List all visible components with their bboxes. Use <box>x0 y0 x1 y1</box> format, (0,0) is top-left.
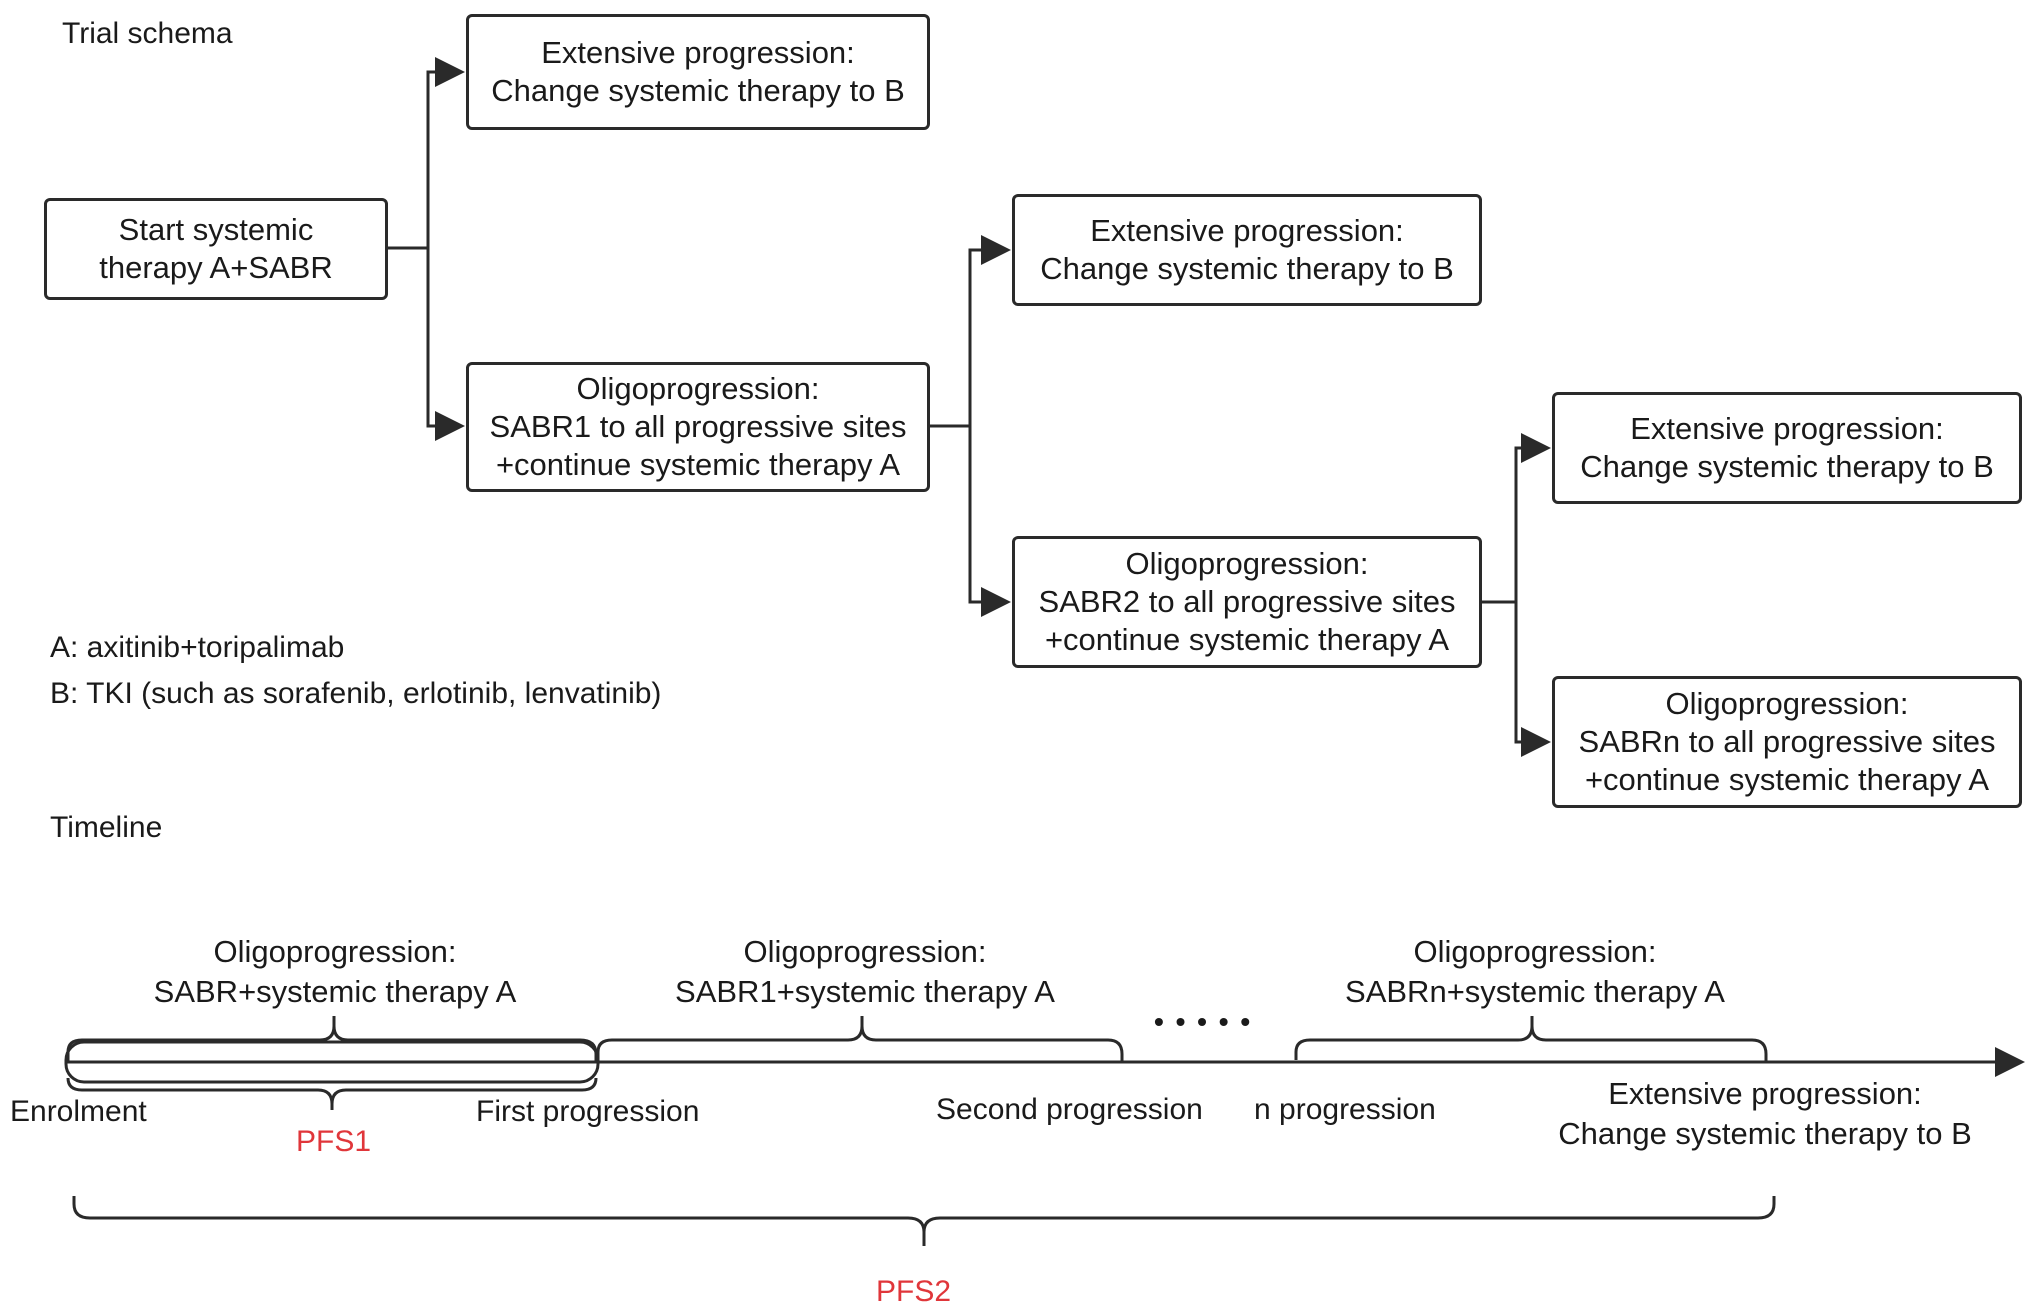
ext3-line1: Extensive progression: <box>1630 411 1944 446</box>
first-progression-label: First progression <box>476 1095 700 1128</box>
pfs1-capsule <box>64 1040 600 1084</box>
oligo1-line2: SABR1 to all progressive sites <box>489 409 907 444</box>
phase1-label: Oligoprogression: SABR+systemic therapy … <box>100 932 570 1012</box>
extensive-progression-box-3: Extensive progression: Change systemic t… <box>1552 392 2022 504</box>
start-line2: therapy A+SABR <box>99 250 333 285</box>
legend-b: B: TKI (such as sorafenib, erlotinib, le… <box>50 677 662 710</box>
oligo2-line3: +continue systemic therapy A <box>1044 622 1450 657</box>
oligoprogression-box-2: Oligoprogression: SABR2 to all progressi… <box>1012 536 1482 668</box>
legend-a: A: axitinib+toripalimab <box>50 631 345 664</box>
oligon-line3: +continue systemic therapy A <box>1584 762 1990 797</box>
phase2-line1: Oligoprogression: <box>743 934 987 969</box>
oligo1-line3: +continue systemic therapy A <box>495 447 901 482</box>
ext1-line2: Change systemic therapy to B <box>491 73 905 108</box>
schema-title: Trial schema <box>62 17 233 50</box>
phasen-line2: SABRn+systemic therapy A <box>1345 974 1725 1009</box>
pfs1-label: PFS1 <box>296 1125 372 1158</box>
phasen-brace <box>1294 1016 1768 1062</box>
oligo2-line1: Oligoprogression: <box>1125 546 1369 581</box>
timeline-title: Timeline <box>50 811 163 844</box>
connector-oligo1-oligo2 <box>968 426 1011 617</box>
connector-start <box>386 57 465 250</box>
phase2-brace <box>596 1016 1124 1062</box>
phase1-line1: Oligoprogression: <box>213 934 457 969</box>
ext1-line1: Extensive progression: <box>541 35 855 70</box>
start-line1: Start systemic <box>118 212 314 247</box>
connector-oligo1 <box>928 235 1011 428</box>
continuation-dots: • • • • • <box>1154 1006 1253 1037</box>
pfs1-brace <box>66 1077 598 1110</box>
oligoprogression-box-n: Oligoprogression: SABRn to all progressi… <box>1552 676 2022 808</box>
phasen-label: Oligoprogression: SABRn+systemic therapy… <box>1300 932 1770 1012</box>
enrolment-label: Enrolment <box>10 1095 147 1128</box>
n-progression-label: n progression <box>1254 1093 1436 1126</box>
oligon-line2: SABRn to all progressive sites <box>1578 724 1996 759</box>
timeline-ext-line1: Extensive progression: <box>1608 1076 1922 1111</box>
extensive-progression-box-1: Extensive progression: Change systemic t… <box>466 14 930 130</box>
start-therapy-box: Start systemic therapy A+SABR <box>44 198 388 300</box>
connector-oligo2 <box>1480 433 1551 604</box>
oligo2-line2: SABR2 to all progressive sites <box>1038 584 1456 619</box>
oligoprogression-box-1: Oligoprogression: SABR1 to all progressi… <box>466 362 930 492</box>
second-progression-label: Second progression <box>936 1093 1203 1126</box>
phasen-line1: Oligoprogression: <box>1413 934 1657 969</box>
ext3-line2: Change systemic therapy to B <box>1580 449 1994 484</box>
ext2-line2: Change systemic therapy to B <box>1040 251 1454 286</box>
extensive-progression-box-2: Extensive progression: Change systemic t… <box>1012 194 1482 306</box>
timeline-ext-line2: Change systemic therapy to B <box>1558 1116 1972 1151</box>
phase1-line2: SABR+systemic therapy A <box>153 974 517 1009</box>
phase2-line2: SABR1+systemic therapy A <box>675 974 1055 1009</box>
oligo1-line1: Oligoprogression: <box>576 371 820 406</box>
connector-oligo2-oligon <box>1514 602 1551 757</box>
pfs2-label: PFS2 <box>876 1275 952 1308</box>
oligon-line1: Oligoprogression: <box>1665 686 1909 721</box>
phase1-brace <box>66 1016 598 1062</box>
pfs2-brace <box>72 1196 1776 1246</box>
timeline-extensive-label: Extensive progression: Change systemic t… <box>1520 1074 2010 1154</box>
connector-start-oligo1 <box>426 248 465 441</box>
phase2-label: Oligoprogression: SABR1+systemic therapy… <box>630 932 1100 1012</box>
ext2-line1: Extensive progression: <box>1090 213 1404 248</box>
